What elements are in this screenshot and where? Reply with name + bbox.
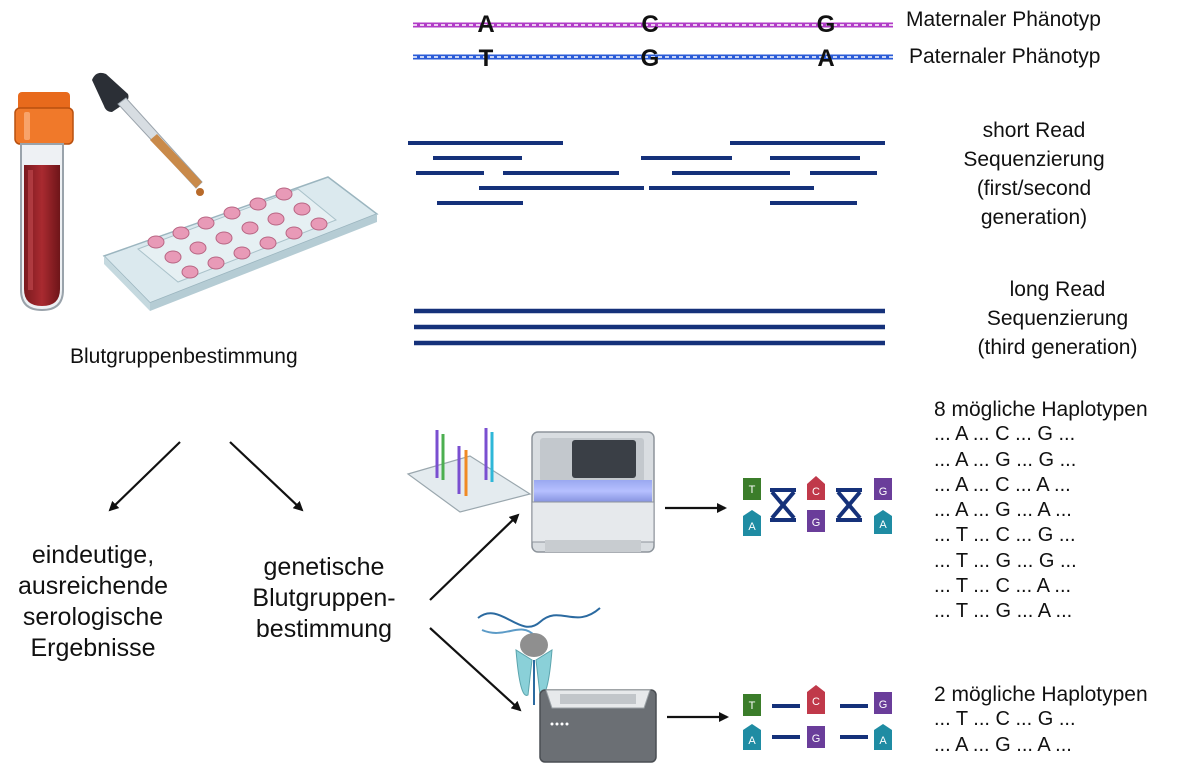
arrow-to-short-read-sequencer bbox=[429, 513, 520, 601]
long-read-phasing bbox=[772, 704, 868, 739]
serological-outcome-label: eindeutige, ausreichende serologische Er… bbox=[17, 541, 169, 662]
haplotypes-8-title: 8 mögliche Haplotypen bbox=[934, 398, 1148, 421]
svg-text:A: A bbox=[879, 735, 887, 747]
flow-cell-icon bbox=[406, 428, 532, 513]
nucleotide-tag: G bbox=[874, 692, 892, 714]
haplotypes-8-list: 8 mögliche Haplotypen ... A ... C ... G … bbox=[934, 397, 1148, 625]
list-item: ... T ... C ... G ... bbox=[934, 708, 1076, 731]
arrow-to-genetic bbox=[229, 441, 304, 512]
paternal-base-3: A bbox=[817, 45, 834, 72]
flow-arrows bbox=[108, 441, 729, 722]
short-read-label: short Read Sequenzierung (first/second g… bbox=[963, 119, 1105, 229]
list-item: ... A ... G ... G ... bbox=[934, 448, 1077, 471]
arrow-to-long-read-sequencer bbox=[429, 627, 522, 712]
list-item: ... A ... C ... G ... bbox=[934, 423, 1076, 446]
paternal-phenotype-label: Paternaler Phänotyp bbox=[909, 45, 1101, 68]
list-item: ... T ... G ... G ... bbox=[934, 549, 1077, 572]
short-read-phasing bbox=[770, 488, 862, 522]
svg-text:G: G bbox=[812, 517, 821, 529]
paternal-base-2: G bbox=[641, 45, 660, 72]
short-read-sequencer-icon bbox=[531, 431, 655, 553]
list-item: ... A ... G ... A ... bbox=[934, 733, 1072, 756]
nanopore-icon bbox=[477, 607, 601, 705]
nucleotide-tag: A bbox=[874, 510, 892, 534]
nucleotide-tag: C bbox=[807, 685, 825, 714]
nucleotide-tag: T bbox=[743, 694, 761, 716]
maternal-base-3: G bbox=[817, 11, 836, 38]
nucleotide-tag: T bbox=[743, 478, 761, 500]
short-reads bbox=[408, 141, 885, 205]
nucleotide-tag: A bbox=[743, 510, 761, 536]
haplotypes-2-title: 2 mögliche Haplotypen bbox=[934, 683, 1148, 706]
nucleotide-tag: A bbox=[874, 724, 892, 750]
svg-text:C: C bbox=[812, 696, 820, 708]
well-plate-icon bbox=[102, 176, 379, 311]
svg-text:A: A bbox=[748, 735, 756, 747]
nucleotide-tag: G bbox=[807, 510, 825, 532]
nucleotide-tag: A bbox=[743, 724, 761, 750]
pipette-icon bbox=[92, 72, 204, 196]
list-item: ... T ... G ... A ... bbox=[934, 600, 1073, 623]
svg-text:G: G bbox=[879, 486, 888, 498]
long-read-sequencer-icon bbox=[539, 689, 657, 763]
blood-typing-label: Blutgruppenbestimmung bbox=[70, 345, 298, 368]
paternal-base-1: T bbox=[479, 45, 494, 72]
svg-text:T: T bbox=[749, 484, 756, 496]
nucleotide-tag: G bbox=[874, 478, 892, 500]
long-reads bbox=[414, 308, 885, 346]
haplotypes-2-list: 2 mögliche Haplotypen ... T ... C ... G … bbox=[934, 682, 1148, 758]
svg-text:A: A bbox=[748, 521, 756, 533]
genetic-outcome-label: genetische Blutgruppen- bestimmung bbox=[252, 553, 396, 643]
blood-tube-icon bbox=[14, 92, 74, 312]
nucleotide-tag: G bbox=[807, 726, 825, 748]
list-item: ... T ... C ... A ... bbox=[934, 575, 1072, 598]
maternal-phenotype-label: Maternaler Phänotyp bbox=[906, 8, 1101, 31]
list-item: ... T ... C ... G ... bbox=[934, 524, 1076, 547]
svg-text:G: G bbox=[812, 733, 821, 745]
list-item: ... A ... G ... A ... bbox=[934, 499, 1072, 522]
list-item: ... A ... C ... A ... bbox=[934, 473, 1071, 496]
nucleotide-tag: C bbox=[807, 476, 825, 500]
short-read-tags: T C G A G A bbox=[743, 476, 892, 536]
svg-text:C: C bbox=[812, 486, 820, 498]
svg-text:A: A bbox=[879, 519, 887, 531]
svg-text:T: T bbox=[749, 700, 756, 712]
maternal-base-1: A bbox=[477, 11, 494, 38]
maternal-base-2: C bbox=[641, 11, 658, 38]
svg-text:G: G bbox=[879, 699, 888, 711]
arrow-to-serological bbox=[108, 441, 181, 512]
long-read-label: long Read Sequenzierung (third generatio… bbox=[977, 278, 1138, 359]
long-read-tags: T C G A G A bbox=[743, 685, 892, 750]
